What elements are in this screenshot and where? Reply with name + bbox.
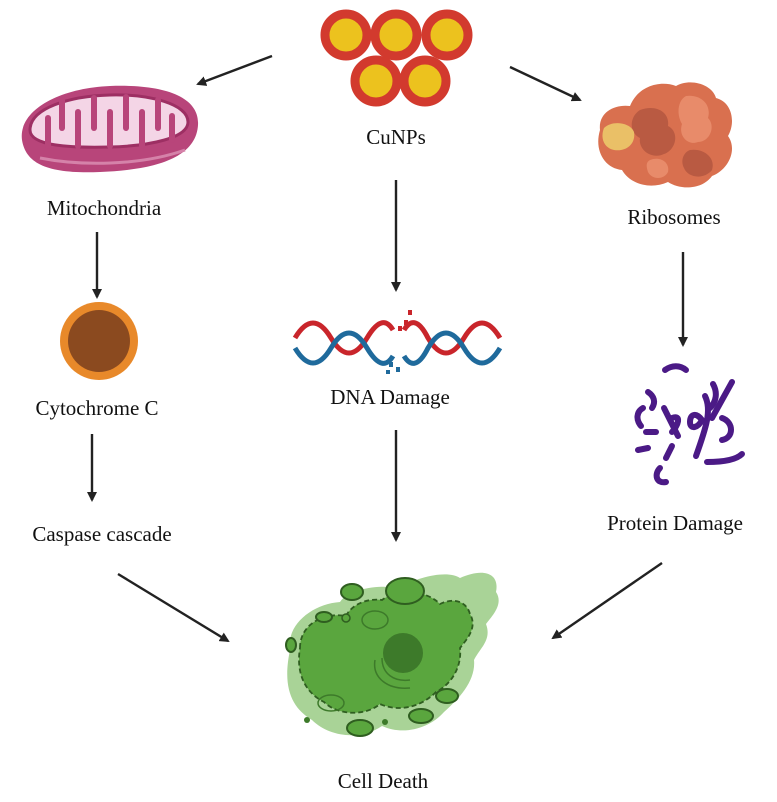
caspase-cascade-label: Caspase cascade <box>32 522 171 546</box>
mitochondria-icon <box>21 85 199 173</box>
cytochrome-c-label: Cytochrome C <box>35 396 158 420</box>
cytochrome-c-icon <box>60 302 138 380</box>
nanoparticles-icon <box>320 9 473 107</box>
ribosomes-label: Ribosomes <box>627 205 720 229</box>
arrow-protein-to-celldeath <box>551 562 663 640</box>
dna-damage-label: DNA Damage <box>330 385 450 409</box>
cell-death-label: Cell Death <box>338 769 429 793</box>
cunps-label: CuNPs <box>366 125 426 149</box>
ribosome-icon <box>598 82 733 188</box>
arrows <box>87 54 688 643</box>
dying-cell-icon <box>285 572 499 737</box>
arrow-cunps-to-mitochondria <box>196 54 273 86</box>
dna-damage-icon <box>292 310 503 374</box>
protein-damage-label: Protein Damage <box>607 511 743 535</box>
mitochondria-label: Mitochondria <box>47 196 162 220</box>
arrow-caspase-to-celldeath <box>117 572 230 643</box>
arrow-cunps-to-ribosomes <box>509 65 582 102</box>
protein-damage-icon <box>634 363 745 486</box>
